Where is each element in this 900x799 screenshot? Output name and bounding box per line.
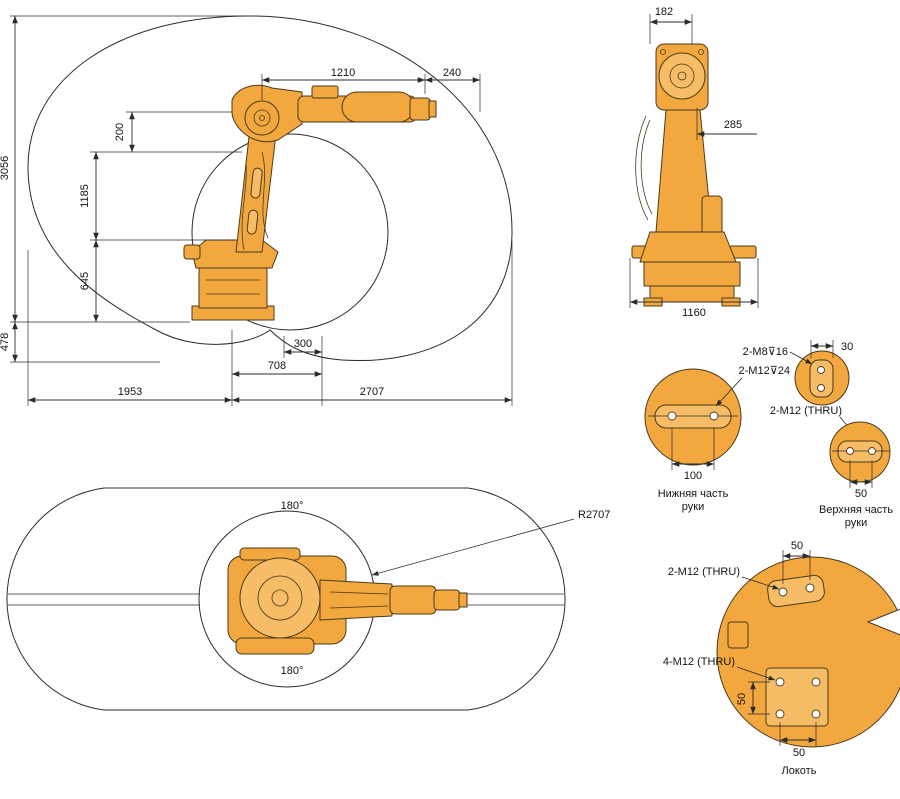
dim-240: 240 (443, 67, 461, 79)
dim-1210: 1210 (331, 67, 355, 79)
dim-50-elbow-left: 50 (736, 693, 748, 705)
dim-1185: 1185 (79, 184, 91, 208)
robot-top (227, 547, 468, 655)
dim-645: 645 (79, 272, 91, 290)
dim-182: 182 (655, 6, 673, 18)
j2-joint (244, 100, 280, 136)
upper-arm-caption-line2: руки (845, 517, 867, 529)
side-view: 1210 240 200 1185 645 3056 478 (0, 15, 513, 406)
work-envelope-top (6, 487, 566, 711)
top-arm (319, 579, 393, 621)
dimensions-front: 182 285 1160 (629, 6, 759, 319)
detail-elbow: 50 2-M12 (THRU) 4-M12 (THRU) 50 50 Локот… (663, 540, 900, 777)
top-wrist (433, 589, 461, 611)
front-base (639, 231, 737, 263)
robot-side (183, 84, 437, 321)
dim-478: 478 (0, 333, 11, 351)
dimensions-side: 1210 240 200 1185 645 3056 478 (0, 15, 513, 406)
dim-1160: 1160 (682, 307, 706, 319)
dim-50-elbow-bottom: 50 (793, 747, 805, 759)
base-body (198, 267, 268, 309)
radius-label: R2707 (578, 509, 610, 521)
angle-top-label: 180° (281, 500, 304, 512)
thread-4m12-elbow-label: 4-M12 (THRU) (663, 656, 735, 668)
front-view: 182 285 1160 (629, 6, 759, 319)
dim-100: 100 (684, 470, 702, 482)
turret (191, 239, 279, 269)
detail-lower-arm: 100 Нижняя часть руки 30 2-M8⊽16 2-M12⊽2… (644, 340, 853, 513)
thread-2m12-elbow-label: 2-M12 (THRU) (668, 566, 740, 578)
dim-285: 285 (724, 119, 742, 131)
dim-3056: 3056 (0, 156, 11, 180)
dim-708: 708 (268, 360, 286, 372)
dress-cable (261, 151, 269, 239)
dim-200: 200 (114, 123, 126, 141)
dim-50-elbow-top: 50 (791, 540, 803, 552)
front-base-plate (649, 285, 735, 303)
work-envelope-side (27, 15, 513, 362)
thread-2m12-label: 2-M12⊽24 (739, 365, 790, 377)
elbow-caption: Локоть (782, 765, 817, 777)
dim-1953: 1953 (118, 386, 142, 398)
j1-motor (183, 244, 201, 260)
angle-bottom-label: 180° (281, 665, 304, 677)
lower-arm-caption-line2: руки (682, 501, 704, 513)
upper-arm-cylinder (341, 91, 415, 123)
end-flange (428, 100, 437, 118)
top-view: 180° 180° R2707 (6, 487, 611, 711)
thread-2m8-label: 2-M8⊽16 (743, 346, 788, 358)
thread-2m12-thru-label: 2-M12 (THRU) (770, 405, 842, 417)
detail-upper-arm: 2-M12 (THRU) 50 Верхняя часть руки (770, 405, 893, 529)
dim-300: 300 (294, 338, 312, 350)
upper-arm-caption-line1: Верхняя часть (819, 504, 893, 516)
lower-arm-caption-line1: Нижняя часть (658, 488, 729, 500)
dim-50-upper: 50 (855, 488, 867, 500)
labels-top: 180° 180° R2707 (281, 500, 611, 677)
robot-front (631, 43, 757, 307)
wrist (409, 97, 431, 121)
dim-2707: 2707 (360, 386, 384, 398)
front-motor (701, 195, 723, 237)
dim-30: 30 (841, 341, 853, 353)
